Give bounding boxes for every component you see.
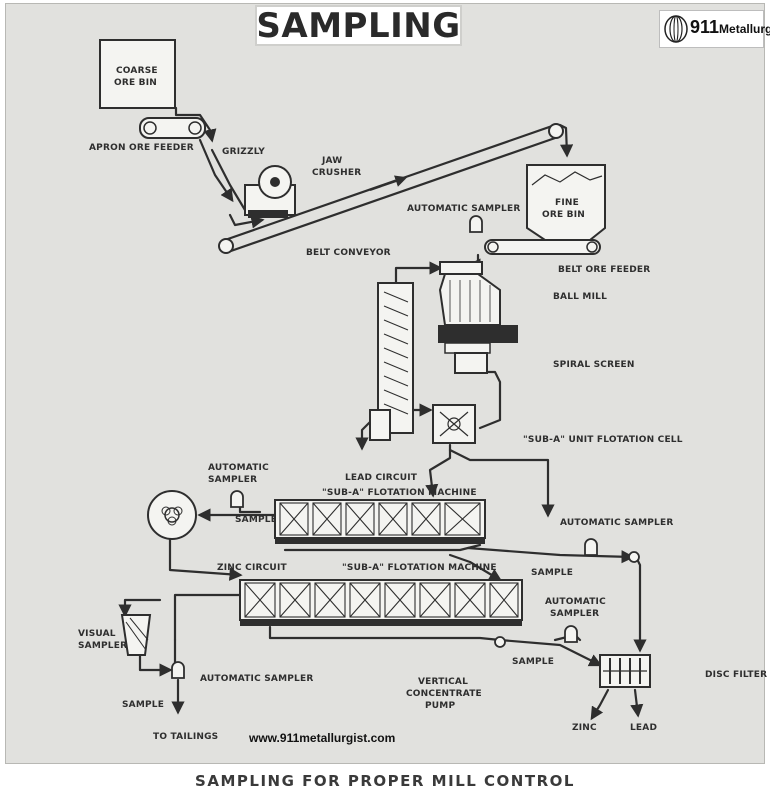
concentrate-pump-valve: [494, 636, 506, 648]
flow-line-grizzly: [198, 138, 234, 203]
automatic-sampler-left: [230, 490, 244, 508]
lead-output-label: LEAD: [630, 723, 657, 733]
visual-sampler: [120, 614, 152, 656]
belt-ore-feeder: [484, 239, 601, 255]
flow-line-visual-out: [138, 653, 173, 677]
automatic-sampler-left-label-1: AUTOMATIC: [208, 463, 269, 473]
automatic-sampler-lower: [564, 625, 578, 643]
automatic-sampler-left-label-2: SAMPLER: [208, 475, 257, 485]
apron-ore-feeder: [139, 117, 206, 139]
flow-line-mill-to-screen: [478, 370, 502, 430]
logo-number: 911: [690, 17, 720, 37]
flow-line-cell-to-lead: [425, 443, 452, 498]
belt-conveyor-label: BELT CONVEYOR: [306, 248, 391, 258]
coarse-ore-bin-label-2: ORE BIN: [114, 78, 157, 88]
flow-line-coarse-bin: [174, 106, 217, 143]
flow-line-zinc-left: [173, 593, 242, 642]
zinc-flotation-machine-label: "SUB-A" FLOTATION MACHINE: [342, 563, 497, 573]
lead-circuit-label: LEAD CIRCUIT: [345, 473, 418, 483]
unit-flotation-cell-label: "SUB-A" UNIT FLOTATION CELL: [523, 435, 683, 445]
lead-flotation-machine: [274, 499, 486, 544]
automatic-sampler-bottom-label: AUTOMATIC SAMPLER: [200, 674, 313, 684]
sample-lower-label: SAMPLE: [512, 657, 554, 667]
flow-line-lead-to-sample: [466, 546, 635, 564]
jaw-crusher-label-2: CRUSHER: [312, 168, 361, 178]
zinc-flotation-machine: [239, 579, 523, 626]
figure-caption: SAMPLING FOR PROPER MILL CONTROL: [195, 772, 575, 790]
fine-ore-bin-label-1: FINE: [555, 198, 579, 208]
flow-line-visual-in: [118, 598, 162, 618]
flow-line-zinc-bottom: [268, 625, 502, 642]
logo-text: 911Metallurgist: [690, 17, 770, 38]
flow-line-zinc-to-filter: [498, 638, 603, 667]
sample-lead-label: SAMPLE: [235, 515, 277, 525]
spiral-classifier: [369, 282, 414, 441]
fine-ore-bin-label-2: ORE BIN: [542, 210, 585, 220]
coarse-ore-bin-label-1: COARSE: [116, 66, 158, 76]
lead-thickener: [147, 490, 197, 540]
flow-line-unit-concentrate: [448, 448, 555, 518]
jaw-crusher-label-1: JAW: [321, 156, 342, 166]
flow-line-crusher-out: [228, 213, 265, 229]
title-banner: SAMPLING: [255, 5, 462, 46]
disc-filter-label: DISC FILTER: [705, 670, 767, 680]
globe-icon: [664, 15, 688, 43]
flow-line-to-disc-filter: [633, 555, 647, 653]
vertical-concentrate-pump-label-1: VERTICAL: [418, 677, 468, 687]
belt-ore-feeder-label: BELT ORE FEEDER: [558, 265, 650, 275]
automatic-sampler-top-label: AUTOMATIC SAMPLER: [407, 204, 520, 214]
sample-right-label: SAMPLE: [531, 568, 573, 578]
ball-mill: [438, 261, 518, 374]
belt-conveyor: [218, 123, 564, 254]
automatic-sampler-right: [584, 538, 598, 556]
vertical-concentrate-pump-label-3: PUMP: [425, 701, 455, 711]
automatic-sampler-top: [469, 215, 483, 233]
automatic-sampler-lower-label-1: AUTOMATIC: [545, 597, 606, 607]
website-url: www.911metallurgist.com: [249, 731, 396, 745]
grizzly-label: GRIZZLY: [222, 147, 265, 157]
lead-flotation-machine-label: "SUB-A" FLOTATION MACHINE: [322, 488, 477, 498]
jaw-crusher: [244, 165, 296, 218]
automatic-sampler-lower-label-2: SAMPLER: [550, 609, 599, 619]
flow-line-thickener-down: [168, 538, 243, 581]
apron-ore-feeder-label: APRON ORE FEEDER: [89, 143, 194, 153]
coarse-ore-bin: [99, 39, 176, 109]
page-title: SAMPLING: [256, 5, 461, 46]
brand-logo: 911Metallurgist: [659, 10, 770, 48]
unit-flotation-cell: [432, 404, 476, 444]
flow-line-classifier-return: [394, 261, 443, 284]
automatic-sampler-bottom: [171, 661, 185, 679]
flow-line-zinc-out: [590, 688, 610, 721]
zinc-circuit-label: ZINC CIRCUIT: [217, 563, 287, 573]
sample-valve-right: [628, 551, 640, 563]
sample-bottom-left-label: SAMPLE: [122, 700, 164, 710]
flow-line-classifier-down: [355, 418, 374, 451]
flow-line-lead-out: [630, 688, 644, 718]
ball-mill-label: BALL MILL: [553, 292, 607, 302]
disc-filter: [599, 654, 651, 688]
to-tailings-label: TO TAILINGS: [153, 732, 218, 742]
vertical-concentrate-pump-label-2: CONCENTRATE: [406, 689, 482, 699]
spiral-screen-label: SPIRAL SCREEN: [553, 360, 635, 370]
automatic-sampler-right-label: AUTOMATIC SAMPLER: [560, 518, 673, 528]
flow-line-lead-bottom: [283, 543, 482, 552]
zinc-output-label: ZINC: [572, 723, 597, 733]
visual-sampler-label-1: VISUAL: [78, 629, 116, 639]
logo-word: Metallurgist: [719, 22, 770, 36]
visual-sampler-label-2: SAMPLER: [78, 641, 127, 651]
flow-line-lead-tail-to-zinc: [448, 553, 503, 582]
flow-line-grizzly-bypass: [210, 148, 247, 212]
